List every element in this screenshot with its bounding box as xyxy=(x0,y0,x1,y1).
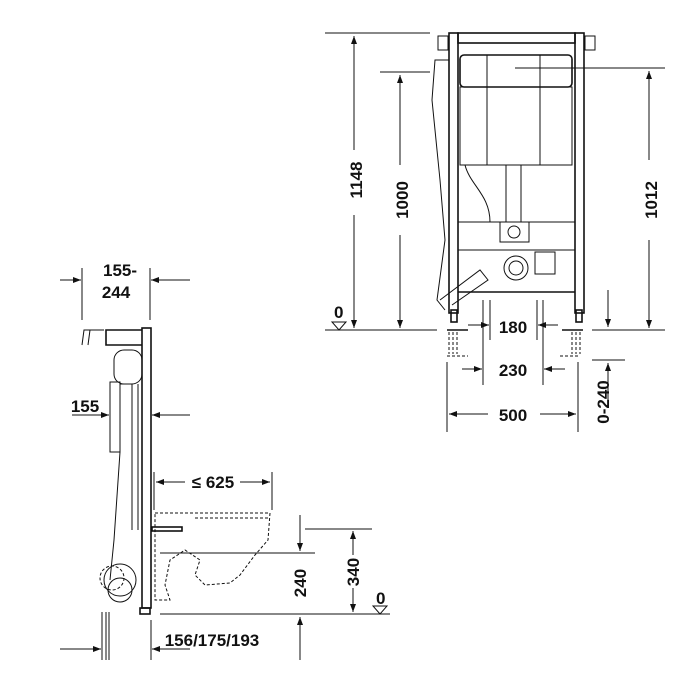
side-view: 155- 244 155 ≤ 625 240 340 0 156/175/193 xyxy=(60,261,390,660)
dim-180-label: 180 xyxy=(499,318,527,337)
frame-side xyxy=(81,327,152,615)
dim-156-175-193-label: 156/175/193 xyxy=(165,631,260,650)
dim-155-244-label-bottom: 244 xyxy=(102,283,131,302)
side-floor-zero-label: 0 xyxy=(376,589,385,608)
side-level-marker-icon xyxy=(371,605,389,615)
installation-frame xyxy=(431,32,596,357)
front-view: 1148 1000 1012 0 0-240 180 230 500 xyxy=(325,32,665,432)
dim-155-244-label-top: 155- xyxy=(103,261,137,280)
dim-1148-label: 1148 xyxy=(347,162,366,199)
dim-240-label: 240 xyxy=(291,569,310,597)
dim-500-label: 500 xyxy=(499,406,527,425)
dim-230-label: 230 xyxy=(499,361,527,380)
floor-zero-label: 0 xyxy=(334,303,343,322)
toilet-bowl xyxy=(151,512,271,601)
dim-0-240-label: 0-240 xyxy=(594,380,613,423)
dim-340-label: 340 xyxy=(344,558,363,586)
dim-1012-label: 1012 xyxy=(642,181,661,219)
dim-1000-label: 1000 xyxy=(393,181,412,219)
level-marker-icon xyxy=(330,321,348,331)
dim-625-label: ≤ 625 xyxy=(192,473,234,492)
dim-155-label: 155 xyxy=(71,397,99,416)
